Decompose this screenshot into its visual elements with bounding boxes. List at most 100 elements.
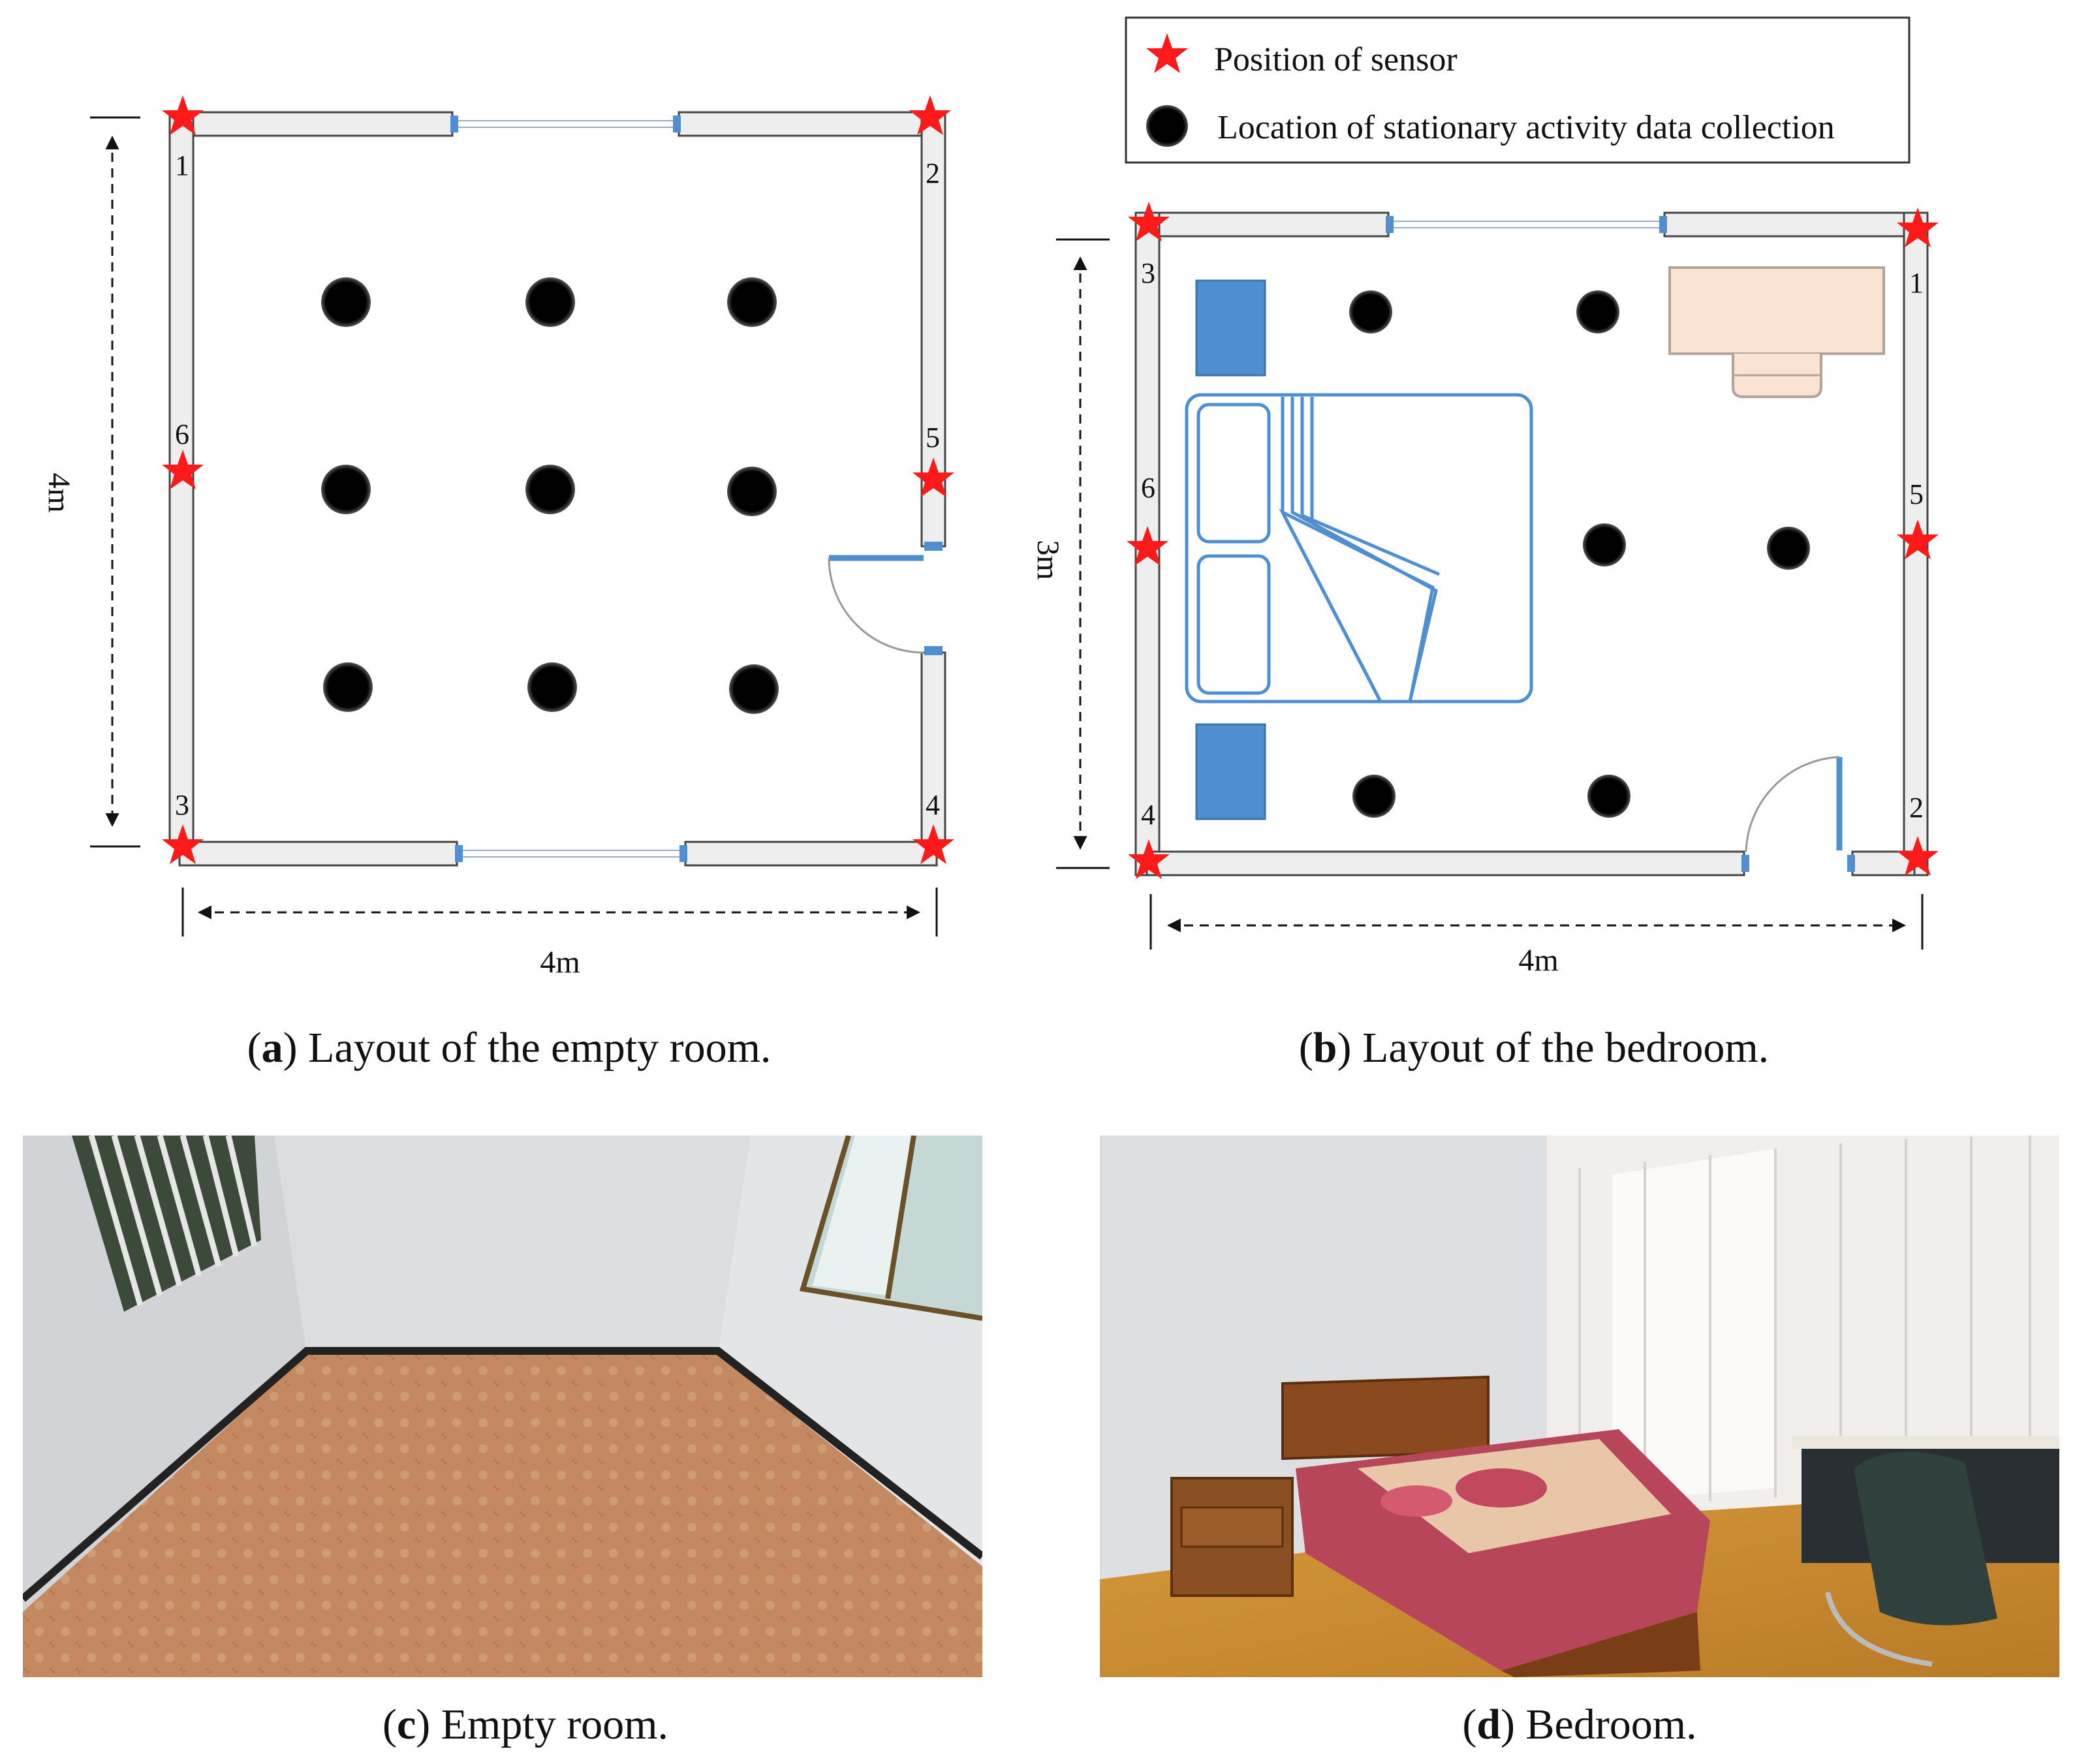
skirting — [23, 1347, 982, 1602]
sensor-star — [162, 824, 204, 864]
caption-a-letter: a — [261, 1024, 283, 1072]
sensor-label: 5 — [1909, 478, 1924, 510]
wall-bottom-left — [178, 841, 458, 867]
dim-label-horizontal: 4m — [540, 945, 580, 980]
collection-point — [1583, 523, 1626, 566]
pillow — [1196, 554, 1271, 695]
sensor-star — [1128, 839, 1170, 879]
desk — [1668, 266, 1885, 355]
window-jamb — [1659, 216, 1667, 233]
sensor-label: 6 — [175, 418, 189, 450]
back-wall — [274, 1136, 751, 1354]
door-jamb — [924, 646, 943, 655]
caption-b-text: Layout of the bedroom. — [1362, 1024, 1770, 1072]
sensor-star — [1128, 202, 1170, 241]
wall-bottom-left — [1146, 850, 1745, 876]
dim-label-vertical: 4m — [42, 472, 76, 512]
caption-d: (d) Bedroom. — [1462, 1701, 1697, 1748]
blanket-fold — [1300, 397, 1440, 576]
window-bottom — [456, 850, 686, 858]
collection-points-a — [321, 277, 779, 714]
collection-point — [323, 662, 373, 712]
photo-bedroom — [1100, 1136, 2059, 1677]
door-jamb — [924, 542, 943, 551]
legend: Position of sensor Location of stationar… — [1125, 16, 1911, 164]
pillow — [1196, 403, 1271, 544]
sensor-star — [1897, 208, 1939, 247]
sensors-b — [1127, 202, 1939, 879]
blanket-edge — [1279, 508, 1435, 704]
sensor-star — [1897, 836, 1939, 876]
sensor-label: 2 — [926, 157, 940, 189]
desk-photo — [1792, 1436, 2059, 1667]
sensor-star — [913, 457, 954, 497]
bed-photo — [1281, 1375, 1710, 1677]
caption-a: (a) Layout of the empty room. — [247, 1024, 772, 1072]
collection-point — [321, 277, 371, 327]
wall-top-right — [678, 111, 928, 137]
wall-bottom-right — [684, 841, 938, 867]
sensor-label: 3 — [1141, 257, 1155, 289]
sensor-label: 1 — [175, 149, 189, 181]
blanket-fold — [1290, 397, 1438, 702]
legend-sensor-label: Position of sensor — [1214, 41, 1458, 78]
collection-point — [525, 277, 575, 327]
collection-point — [1349, 290, 1392, 333]
wall-top-left — [178, 111, 454, 137]
tiled-floor — [23, 1354, 982, 1677]
collection-point — [1767, 527, 1810, 570]
sensor-star — [909, 95, 951, 135]
open-window — [799, 1136, 982, 1321]
door-jamb — [1847, 855, 1855, 872]
caption-d-text: Bedroom. — [1525, 1701, 1697, 1748]
collection-point — [525, 465, 575, 514]
window-jamb — [450, 116, 458, 132]
door-swing — [1745, 756, 1840, 852]
caption-b: (b) Layout of the bedroom. — [1298, 1024, 1770, 1072]
collection-point — [1576, 290, 1619, 333]
curtains — [1547, 1136, 2059, 1521]
door-jamb — [1741, 855, 1749, 872]
barred-window — [72, 1136, 261, 1312]
sensor-labels-b: 1 2 3 4 5 6 — [1141, 257, 1924, 831]
caption-c: (c) Empty room. — [382, 1701, 669, 1748]
photo-empty-room — [23, 1136, 982, 1677]
caption-d-letter: d — [1476, 1701, 1501, 1748]
window-jamb — [673, 116, 681, 132]
window-jamb — [679, 845, 687, 862]
sensor-label: 5 — [926, 422, 940, 454]
sensor-label: 3 — [175, 789, 189, 821]
sensor-label: 4 — [1141, 799, 1155, 831]
blanket-fold — [1281, 397, 1382, 703]
collection-point — [729, 664, 779, 714]
collection-point — [1587, 775, 1630, 818]
wall-top-left — [1146, 211, 1390, 238]
legend-sensor-icon — [1146, 33, 1188, 73]
sensor-star — [913, 824, 954, 864]
door-swing — [828, 557, 924, 654]
floor-shade — [23, 1354, 982, 1677]
nightstand-photo — [1170, 1477, 1294, 1597]
dim-label-vertical: 3m — [1031, 540, 1065, 580]
sensor-label: 4 — [926, 789, 940, 821]
legend-location-label: Location of stationary activity data col… — [1217, 109, 1835, 146]
sensors-a — [162, 95, 954, 864]
collection-point — [727, 467, 777, 516]
panel-a-layout: 1 2 3 4 5 6 4m 4m — [42, 95, 954, 980]
collection-point — [727, 277, 777, 327]
bed — [1185, 393, 1533, 704]
caption-b-letter: b — [1313, 1024, 1337, 1072]
sensor-star — [1897, 519, 1939, 559]
sensor-label: 6 — [1141, 472, 1155, 504]
caption-c-text: Empty room. — [441, 1701, 669, 1748]
sensor-star — [1127, 526, 1168, 566]
panel-b-layout: Position of sensor Location of stationar… — [1031, 16, 1939, 978]
sensor-star — [162, 450, 204, 489]
nightstand-top — [1195, 279, 1266, 377]
sensor-label: 1 — [1909, 267, 1924, 299]
window-top — [452, 120, 679, 128]
window-top — [1388, 221, 1665, 228]
window-jamb — [455, 845, 463, 862]
collection-point — [1352, 775, 1396, 818]
